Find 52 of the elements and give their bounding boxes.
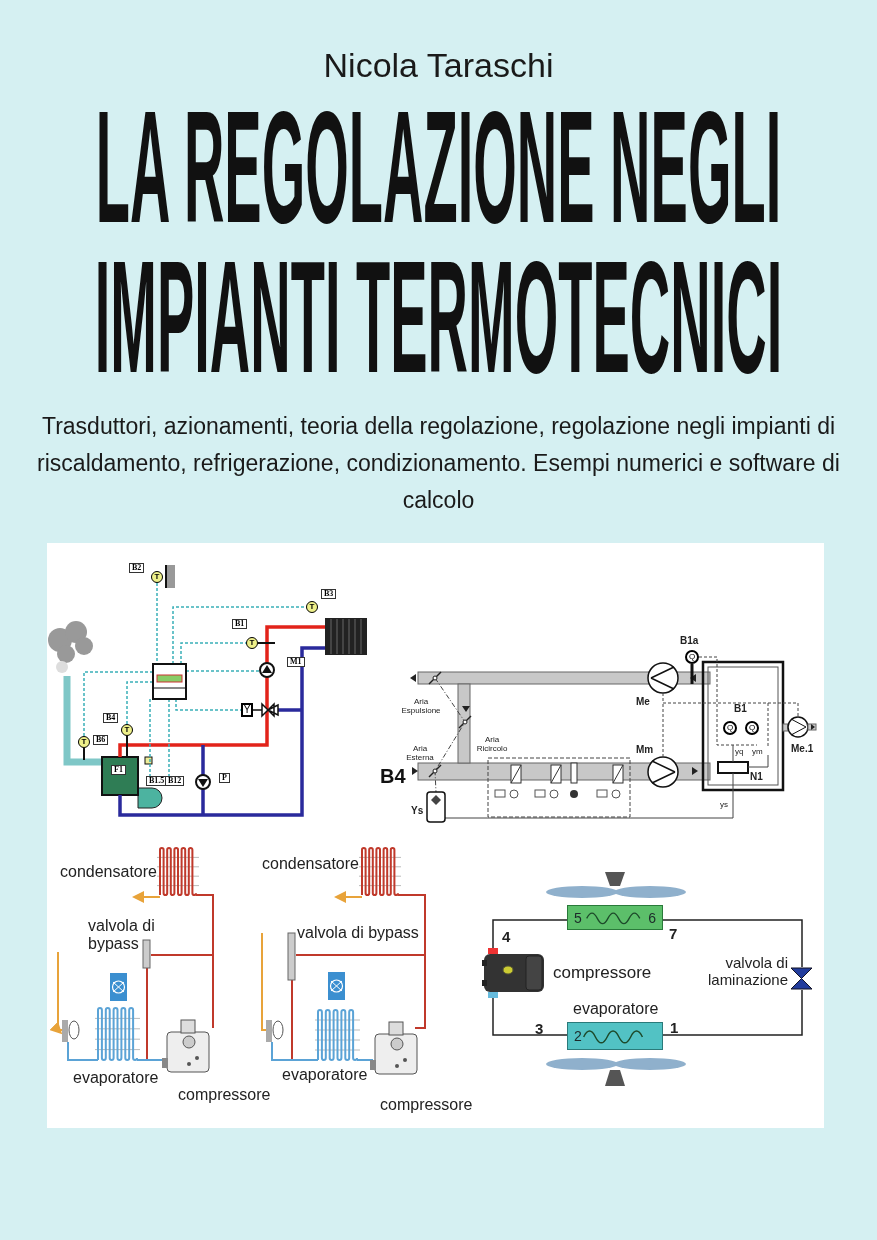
component-tag: F1 <box>111 765 126 775</box>
component-label: compressore <box>553 964 652 981</box>
component-label: evaporatore <box>73 1069 159 1087</box>
component-tag: M1 <box>287 657 305 667</box>
component-label: condensatore <box>60 863 157 881</box>
component-label: valvola di laminazione <box>706 954 788 988</box>
pipe-line <box>662 919 803 968</box>
terminal-tag: B12 <box>165 776 185 786</box>
title: LA REGOLAZIONE NEGLI IMPIANTI TERMOTECNICI <box>93 92 784 392</box>
point-number: 4 <box>502 929 511 944</box>
pipe-line <box>662 989 803 1036</box>
component-label: compressore <box>380 1096 473 1114</box>
sensor-tag: B4 <box>103 713 119 723</box>
sensor-tag: B1 <box>232 619 248 629</box>
sensor-tag: B3 <box>321 589 337 599</box>
condenser-box <box>567 905 663 930</box>
point-number: 7 <box>669 926 678 941</box>
component-label: condensatore <box>262 855 359 873</box>
component-label: evaporatore <box>282 1066 368 1084</box>
air-label: Aria Esterna <box>405 744 435 762</box>
sensor-label: B1 <box>734 704 747 714</box>
point-number: 1 <box>670 1020 679 1035</box>
component-label: valvola di bypass <box>297 924 419 942</box>
valve-symbol <box>790 967 813 990</box>
sensor-tag: B2 <box>129 563 145 573</box>
component-label: Me.1 <box>791 744 814 754</box>
signal-label: yq <box>735 748 744 756</box>
component-label: Me <box>636 697 650 707</box>
pipe-line <box>492 997 568 1036</box>
point-number: 6 <box>648 910 656 925</box>
signal-label: ym <box>752 748 763 756</box>
author-name: Nicola Taraschi <box>322 48 555 82</box>
component-label: valvola di bypass <box>88 917 156 953</box>
pipe-line <box>492 919 568 949</box>
point-number: 2 <box>574 1029 582 1043</box>
component-label: N1 <box>750 772 763 782</box>
sensor-label: B1a <box>680 636 699 646</box>
point-number: 5 <box>574 910 582 925</box>
subtitle: Trasduttori, azionamenti, teoria della regolazione, regolazione negli impianti di riscaldamento, refrigerazione, condizionamento. Esempi numerici e software di calcolo <box>36 412 841 515</box>
component-label: compressore <box>178 1086 271 1104</box>
sensor-label: B4 <box>380 766 406 786</box>
evaporator-box <box>567 1022 663 1050</box>
component-label: Ys <box>411 806 424 816</box>
point-number: 3 <box>535 1021 544 1036</box>
component-tag: P <box>219 773 230 783</box>
air-label: Aria Espulsione <box>400 697 442 715</box>
actuator-symbol: Y <box>241 703 253 717</box>
sensor-tag: B6 <box>93 735 109 745</box>
component-label: evaporatore <box>573 1001 659 1017</box>
air-label: Aria Ricircolo <box>475 735 509 753</box>
signal-label: ys <box>720 801 728 809</box>
component-label: Mm <box>636 745 654 755</box>
